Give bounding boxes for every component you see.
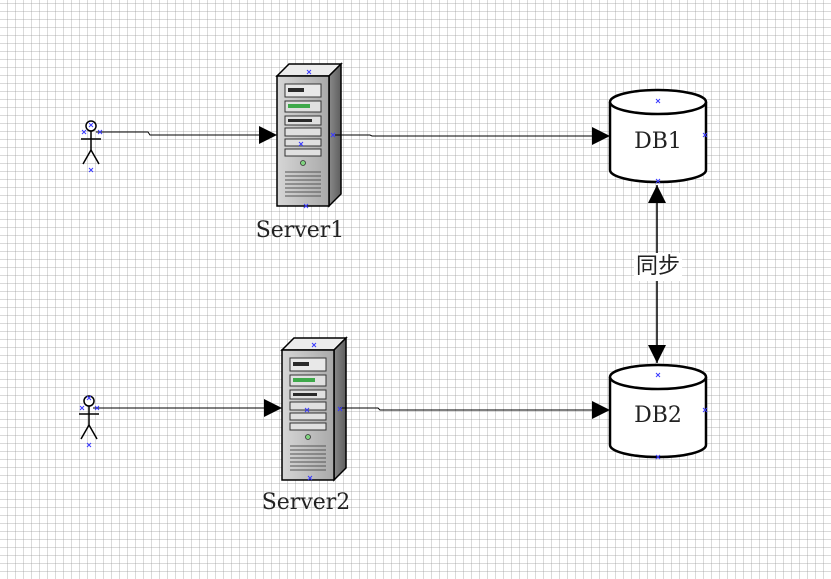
- db2-label: DB2: [634, 403, 682, 428]
- edge-server1-db1[interactable]: [335, 127, 610, 145]
- server-tower-icon: [276, 63, 342, 207]
- server2-node[interactable]: [281, 337, 347, 481]
- edge-user1-server1[interactable]: [96, 126, 277, 144]
- sync-edge-label: 同步: [633, 253, 683, 282]
- edge-server2-db2[interactable]: [340, 401, 610, 419]
- user-actor-2[interactable]: [78, 395, 100, 440]
- user-actor-1[interactable]: [80, 120, 102, 165]
- db1-label: DB1: [634, 129, 682, 154]
- server1-node[interactable]: [276, 63, 342, 207]
- stick-figure-actor-icon: [80, 120, 102, 165]
- server2-label: Server2: [261, 490, 351, 515]
- stick-figure-actor-icon: [78, 395, 100, 440]
- server-tower-icon: [281, 337, 347, 481]
- server1-label: Server1: [255, 218, 345, 243]
